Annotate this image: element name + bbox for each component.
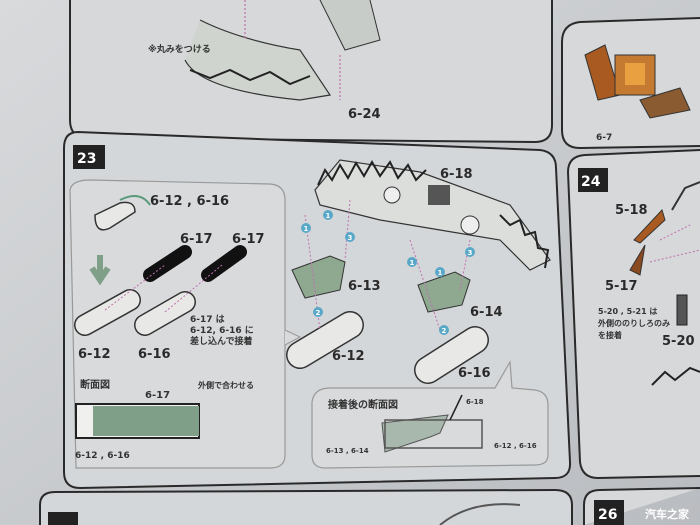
arrow-down-icon — [89, 255, 111, 286]
note-insert-1: 6-17 は — [190, 314, 225, 325]
panel-bottom: 26 — [39, 487, 700, 525]
paper-roll-drawing — [94, 201, 136, 231]
part-6-24-drawing — [184, 19, 332, 101]
label-5-20: 5-20 — [662, 334, 695, 349]
panel-step-24: 24 5-18 5-17 5-20 , 5-21 は 外側ののりしろのみ を接着… — [566, 149, 700, 480]
tube-6-16-right — [414, 326, 489, 384]
label-6-16-right: 6-16 — [458, 366, 491, 381]
tube-6-17-b — [201, 245, 247, 282]
section-after-title: 接着後の断面図 — [328, 398, 398, 411]
panel-top-left: ※丸みをつける 6-24 — [69, 0, 553, 144]
tube-6-12-right — [286, 311, 364, 369]
glue-marker: 3 — [468, 249, 473, 257]
label-6-17-b: 6-17 — [232, 232, 265, 247]
section-inner-tube — [93, 406, 199, 436]
tube-6-17-a — [143, 245, 192, 282]
tube-6-16 — [134, 291, 196, 336]
step24-note-3: を接着 — [598, 330, 622, 340]
section-outer-note: 外側で合わせる — [198, 380, 254, 390]
step-number-23: 23 — [77, 151, 96, 167]
glue-marker: 2 — [316, 309, 321, 317]
glue-marker: 1 — [410, 259, 415, 267]
glue-marker: 1 — [438, 269, 443, 277]
part-5-18-drawing — [633, 209, 666, 244]
label-6-17-a: 6-17 — [180, 232, 213, 247]
label-5-17: 5-17 — [605, 279, 638, 294]
section-after-6-13-14: 6-13 , 6-14 — [326, 447, 369, 455]
label-6-14: 6-14 — [470, 305, 503, 320]
step-number-26: 26 — [598, 507, 617, 523]
note-round: ※丸みをつける — [148, 43, 211, 55]
label-5-18: 5-18 — [615, 203, 648, 218]
label-6-12-16: 6-12 , 6-16 — [150, 194, 229, 209]
part-5-20-drawing — [676, 294, 688, 326]
section-after-6-18: 6-18 — [466, 398, 484, 406]
section-label-6-12-16: 6-12 , 6-16 — [75, 451, 130, 461]
note-insert-2: 6-12, 6-16 に — [190, 325, 254, 336]
panel-step-23: 23 6-12 , 6-16 6-17 6-17 6-12 6-16 6-17 … — [63, 130, 572, 490]
part-6-13-drawing — [291, 255, 346, 299]
step-number-24: 24 — [581, 174, 601, 190]
right-subpanel — [311, 360, 549, 469]
watermark: 汽车之家 — [645, 507, 690, 521]
section-label-6-17: 6-17 — [145, 390, 170, 401]
note-insert-3: 差し込んで接着 — [190, 335, 253, 347]
glue-marker: 2 — [442, 327, 447, 335]
glue-marker: 1 — [326, 212, 331, 220]
label-6-24: 6-24 — [348, 107, 381, 122]
glue-marker: 1 — [304, 225, 309, 233]
label-6-16: 6-16 — [138, 347, 171, 362]
label-6-13: 6-13 — [348, 279, 381, 294]
part-6-18-drawing — [314, 159, 551, 271]
glue-markers: 1 1 2 3 1 1 2 3 — [301, 210, 475, 335]
section-title: 断面図 — [80, 378, 110, 391]
section-after-6-12-16: 6-12 , 6-16 — [494, 442, 537, 450]
label-6-12: 6-12 — [78, 347, 111, 362]
label-6-18: 6-18 — [440, 167, 473, 182]
panel-top-right: 6-7 — [561, 17, 700, 150]
label-6-7: 6-7 — [596, 133, 612, 143]
part-5-17-drawing — [629, 244, 646, 276]
label-6-12-right: 6-12 — [332, 349, 365, 364]
tube-6-12 — [74, 289, 141, 336]
step24-note-2: 外側ののりしろのみ — [598, 318, 670, 328]
glue-marker: 3 — [348, 234, 353, 242]
step24-note-1: 5-20 , 5-21 は — [598, 307, 657, 316]
